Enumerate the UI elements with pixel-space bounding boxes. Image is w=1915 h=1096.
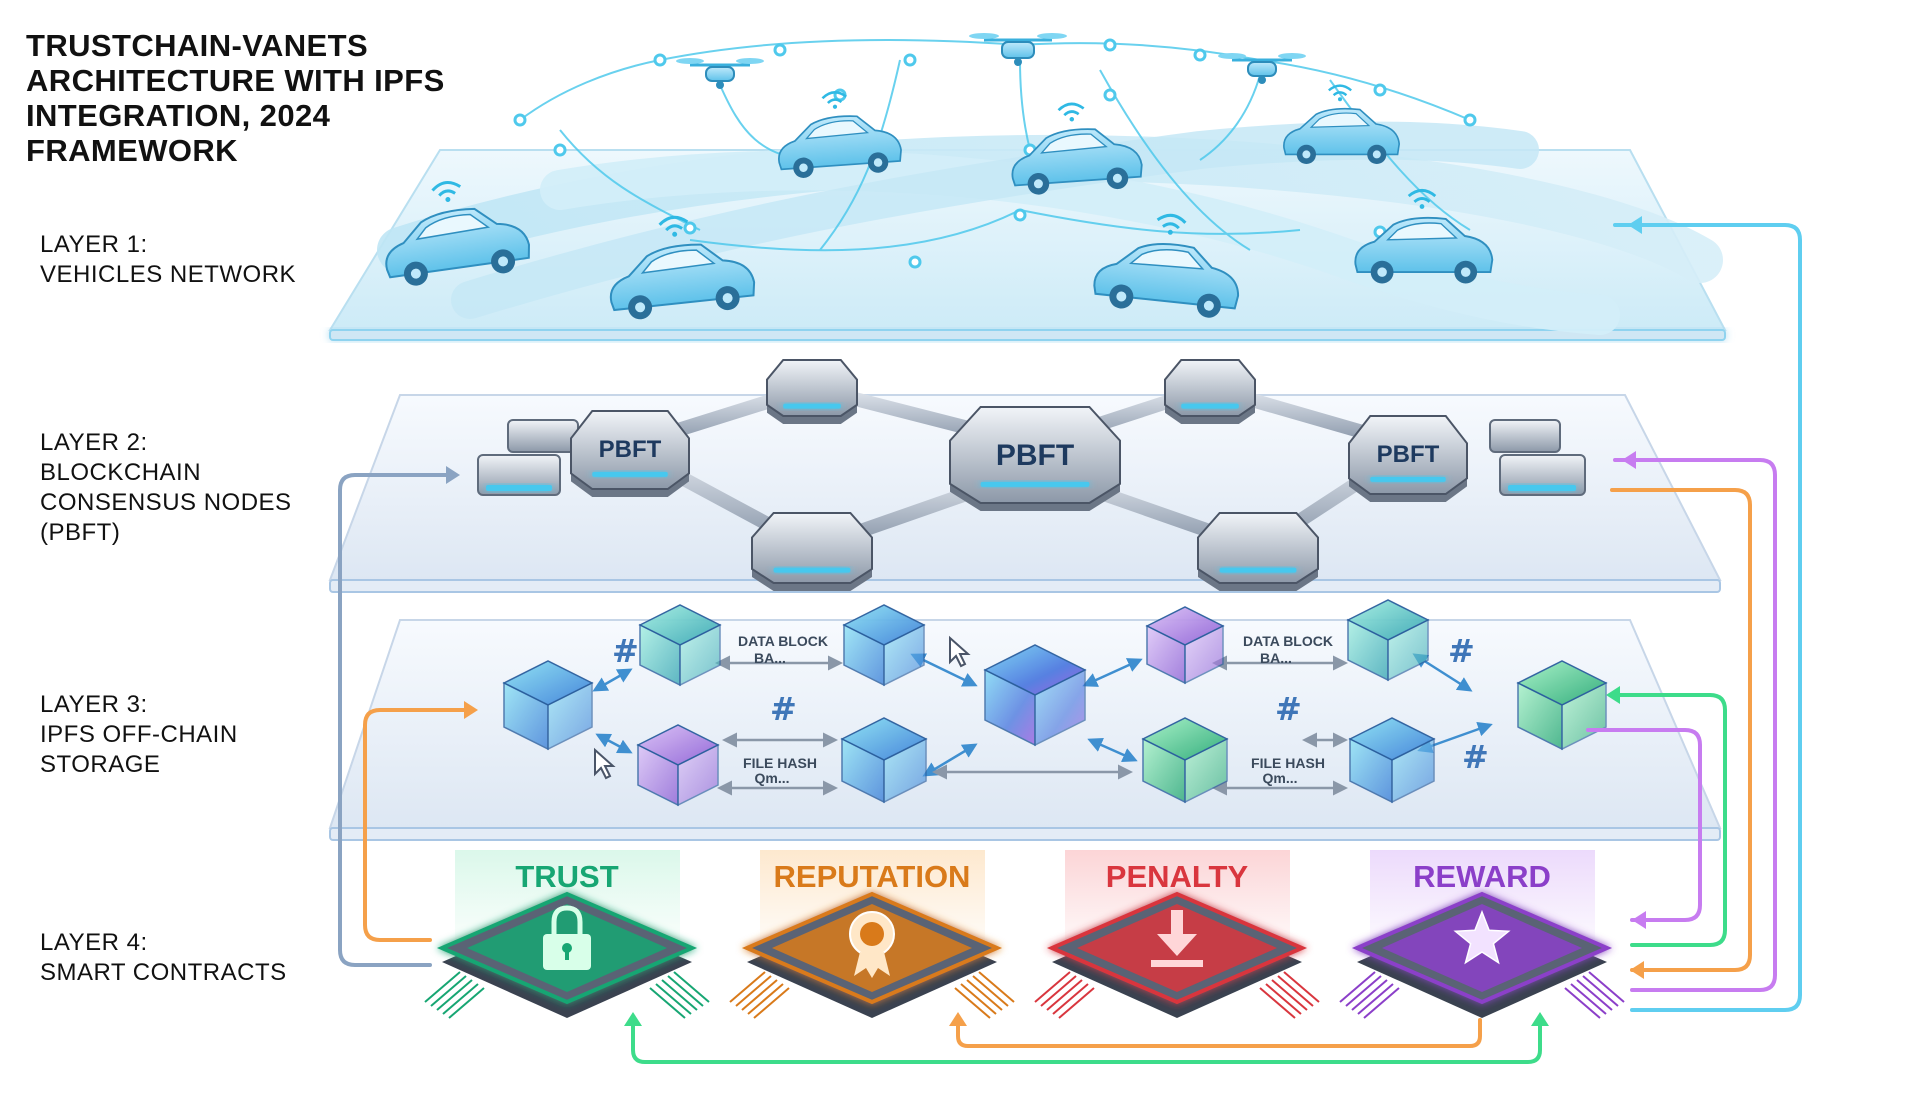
drone-icon	[1218, 53, 1306, 84]
hash-symbol: #	[1462, 738, 1489, 776]
car-icon	[1011, 102, 1143, 195]
contract-label: TRUST	[515, 859, 618, 894]
hash-symbol: #	[1448, 632, 1475, 670]
layer-2-name-b: CONSENSUS NODES	[40, 489, 292, 516]
car-icon	[609, 215, 756, 320]
layer-2-name-a: BLOCKCHAIN	[40, 459, 202, 486]
consensus-node	[1164, 359, 1256, 424]
ipfs-block	[840, 717, 928, 804]
file-hash-label: FILE HASH	[743, 755, 817, 771]
layer-1-name: VEHICLES NETWORK	[40, 261, 297, 288]
data-block-label: DATA BLOCK	[1243, 633, 1333, 649]
star-icon	[1453, 909, 1511, 965]
ipfs-block	[1141, 717, 1229, 804]
car-icon	[1283, 84, 1401, 164]
download-arrow-icon	[1151, 910, 1203, 967]
contract-label: REWARD	[1413, 859, 1551, 894]
contract-trust: TRUST	[424, 859, 710, 1019]
wifi-icon	[1407, 188, 1437, 209]
contract-reward: REWARD	[1339, 859, 1625, 1019]
hash-symbol: #	[612, 632, 639, 670]
consensus-node	[1197, 512, 1319, 591]
wifi-icon	[658, 215, 689, 237]
ipfs-block	[842, 604, 926, 687]
layer-3-label: LAYER 3: IPFS OFF-CHAIN STORAGE	[40, 690, 340, 780]
cursor-icon	[594, 635, 971, 780]
ipfs-block	[1516, 660, 1608, 751]
layer-2-label: LAYER 2: BLOCKCHAIN CONSENSUS NODES (PBF…	[40, 428, 340, 548]
layer-2-name-c: (PBFT)	[40, 519, 121, 546]
file-hash-label: FILE HASH	[1251, 755, 1325, 771]
data-block-id: BA...	[1260, 650, 1292, 666]
layer-3-name-b: STORAGE	[40, 751, 161, 778]
pbft-label: PBFT	[996, 439, 1074, 472]
diagram-title: TRUSTCHAIN-VANETS ARCHITECTURE WITH IPFS…	[26, 28, 445, 168]
consensus-node	[751, 512, 873, 591]
server-stack-icon	[1489, 419, 1586, 496]
layer-3-number: LAYER 3:	[40, 691, 148, 718]
award-ribbon-icon	[849, 911, 895, 978]
pbft-node: PBFT	[570, 410, 690, 497]
smart-contracts: TRUST REPUTATION PENALTY REWARD	[424, 859, 1625, 1019]
ipfs-block	[1346, 599, 1430, 682]
ipfs-block	[502, 660, 594, 751]
ipfs-block	[638, 604, 722, 687]
drone-icon	[676, 58, 764, 89]
wifi-icon	[431, 181, 462, 202]
ipfs-block	[1145, 606, 1225, 685]
wifi-icon	[1057, 102, 1085, 122]
file-hash-id: Qm...	[1262, 770, 1297, 786]
flow-connectors	[338, 216, 1802, 1064]
data-block-label: DATA BLOCK	[738, 633, 828, 649]
layer-4-number: LAYER 4:	[40, 929, 148, 956]
ipfs-block	[983, 644, 1087, 747]
consensus-node	[766, 359, 858, 424]
car-icon	[778, 91, 902, 178]
layer-4-name: SMART CONTRACTS	[40, 959, 287, 986]
layer-4-label: LAYER 4: SMART CONTRACTS	[40, 928, 340, 988]
hash-symbol: #	[1275, 690, 1302, 728]
lock-icon	[543, 905, 591, 970]
contract-label: REPUTATION	[774, 859, 971, 894]
ipfs-block	[1348, 717, 1436, 804]
pbft-node: PBFT	[1348, 415, 1468, 502]
contract-label: PENALTY	[1106, 859, 1249, 894]
car-icon	[1093, 213, 1240, 318]
car-icon	[385, 181, 530, 286]
layer-2-number: LAYER 2:	[40, 429, 148, 456]
ipfs-block	[636, 724, 720, 807]
hash-symbol: #	[770, 690, 797, 728]
drone-icon	[969, 33, 1067, 66]
vehicle-network-links	[519, 39, 1471, 252]
pbft-node: PBFT	[949, 406, 1121, 511]
layer-1-label: LAYER 1: VEHICLES NETWORK	[40, 230, 340, 290]
car-icon	[1354, 188, 1494, 284]
data-block-id: BA...	[754, 650, 786, 666]
file-hash-id: Qm...	[754, 770, 789, 786]
contract-penalty: PENALTY	[1034, 859, 1320, 1019]
ipfs-blocks	[502, 599, 1608, 807]
wifi-icon	[821, 91, 847, 109]
wifi-icon	[1328, 84, 1352, 102]
road	[540, 150, 1620, 335]
pbft-nodes: PBFT PBFT PBFT	[570, 359, 1468, 591]
ipfs-labels: DATA BLOCK BA... DATA BLOCK BA... FILE H…	[612, 632, 1489, 786]
contract-reputation: REPUTATION	[729, 859, 1015, 1019]
layer-1-number: LAYER 1:	[40, 231, 148, 258]
vehicles	[385, 84, 1494, 320]
pbft-label: PBFT	[599, 436, 662, 463]
server-stack-icon	[477, 419, 579, 496]
layer-3-name-a: IPFS OFF-CHAIN	[40, 721, 238, 748]
pbft-label: PBFT	[1377, 441, 1440, 468]
wifi-icon	[1156, 213, 1187, 235]
